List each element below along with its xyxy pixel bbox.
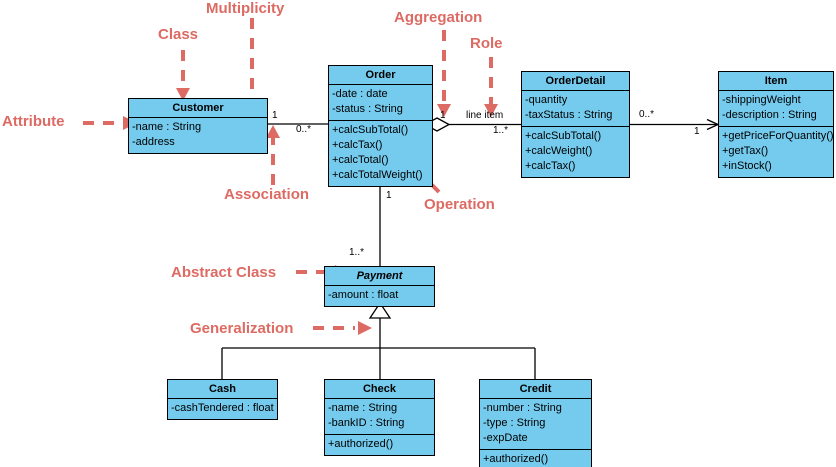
annotation-abstract-class: Abstract Class [171,264,277,281]
uml-class-check-attributes: -name : String -bankID : String [325,399,434,435]
annotation-aggregation: Aggregation [394,9,483,26]
annotation-class: Class [158,26,199,43]
uml-class-payment-name: Payment [325,267,434,286]
uml-class-check-name: Check [325,380,434,399]
uml-attribute: -date : date [332,88,388,100]
multiplicity-customer-order-source: 1 [272,110,278,121]
uml-class-payment[interactable]: Payment -amount : float [324,266,435,307]
multiplicity-order-payment-target: 1..* [349,247,365,258]
uml-operation: +calcSubTotal() [525,130,602,142]
uml-operation: +authorized() [328,438,394,450]
uml-class-item-name: Item [719,72,833,91]
annotation-attribute: Attribute [2,113,65,130]
uml-attribute: -name : String [132,121,202,133]
multiplicity-order-orderdetail-target: 1..* [493,125,509,136]
uml-class-check[interactable]: Check -name : String -bankID : String +a… [324,379,435,456]
uml-attribute: -amount : float [328,289,399,301]
annotation-multiplicity: Multiplicity [206,0,285,17]
uml-operation: +calcWeight() [525,145,593,157]
uml-class-customer[interactable]: Customer -name : String -address [128,98,268,154]
uml-class-orderdetail-attributes: -quantity -taxStatus : String [522,91,629,127]
role-line-item: line item [466,110,504,121]
uml-attribute: -cashTendered : float [171,402,274,414]
uml-class-orderdetail[interactable]: OrderDetail -quantity -taxStatus : Strin… [521,71,630,178]
uml-class-order-operations: +calcSubTotal() +calcTax() +calcTotal() … [329,121,432,186]
uml-attribute: -name : String [328,402,398,414]
uml-class-item-attributes: -shippingWeight -description : String [719,91,833,127]
uml-class-customer-attributes: -name : String -address [129,118,267,153]
uml-class-cash[interactable]: Cash -cashTendered : float [167,379,278,420]
uml-class-cash-name: Cash [168,380,277,399]
annotation-generalization: Generalization [190,320,294,337]
uml-operation: +inStock() [722,160,772,172]
uml-attribute: -shippingWeight [722,94,801,106]
multiplicity-order-payment-source: 1 [386,190,392,201]
multiplicity-orderdetail-item-target: 1 [694,126,700,137]
uml-attribute: -quantity [525,94,568,106]
uml-class-credit-operations: +authorized() [480,450,591,467]
annotation-association: Association [224,186,310,203]
uml-class-credit-name: Credit [480,380,591,399]
uml-attribute: -status : String [332,103,403,115]
uml-attribute: -bankID : String [328,417,405,429]
uml-operation: +authorized() [483,453,549,465]
uml-attribute: -taxStatus : String [525,109,613,121]
uml-operation: +calcTotal() [332,154,389,166]
annotation-operation: Operation [424,196,495,213]
uml-class-payment-attributes: -amount : float [325,286,434,306]
multiplicity-customer-order-target: 0..* [296,124,312,135]
uml-class-item-operations: +getPriceForQuantity() +getTax() +inStoc… [719,127,834,177]
uml-class-credit[interactable]: Credit -number : String -type : String -… [479,379,592,467]
uml-operation: +getTax() [722,145,769,157]
annot-arrow-association [266,125,280,138]
uml-operation: +getPriceForQuantity() [722,130,834,142]
uml-attribute: -number : String [483,402,562,414]
uml-class-customer-name: Customer [129,99,267,118]
uml-class-order-attributes: -date : date -status : String [329,85,432,121]
uml-class-cash-attributes: -cashTendered : float [168,399,277,419]
uml-attribute: -address [132,136,175,148]
uml-class-item[interactable]: Item -shippingWeight -description : Stri… [718,71,834,178]
multiplicity-orderdetail-item-source: 0..* [639,109,655,120]
uml-attribute: -expDate [483,432,528,444]
uml-operation: +calcTax() [332,139,383,151]
uml-class-orderdetail-name: OrderDetail [522,72,629,91]
uml-operation: +calcTotalWeight() [332,169,423,181]
uml-class-credit-attributes: -number : String -type : String -expDate [480,399,591,450]
uml-class-order-name: Order [329,66,432,85]
annot-arrow-generalization [358,321,372,335]
uml-attribute: -type : String [483,417,546,429]
annotation-role: Role [470,35,503,52]
uml-operation: +calcSubTotal() [332,124,409,136]
uml-class-order[interactable]: Order -date : date -status : String +cal… [328,65,433,187]
uml-operation: +calcTax() [525,160,576,172]
uml-class-orderdetail-operations: +calcSubTotal() +calcWeight() +calcTax() [522,127,629,177]
multiplicity-order-orderdetail-source: 1 [440,110,446,121]
uml-class-check-operations: +authorized() [325,435,434,455]
uml-attribute: -description : String [722,109,817,121]
